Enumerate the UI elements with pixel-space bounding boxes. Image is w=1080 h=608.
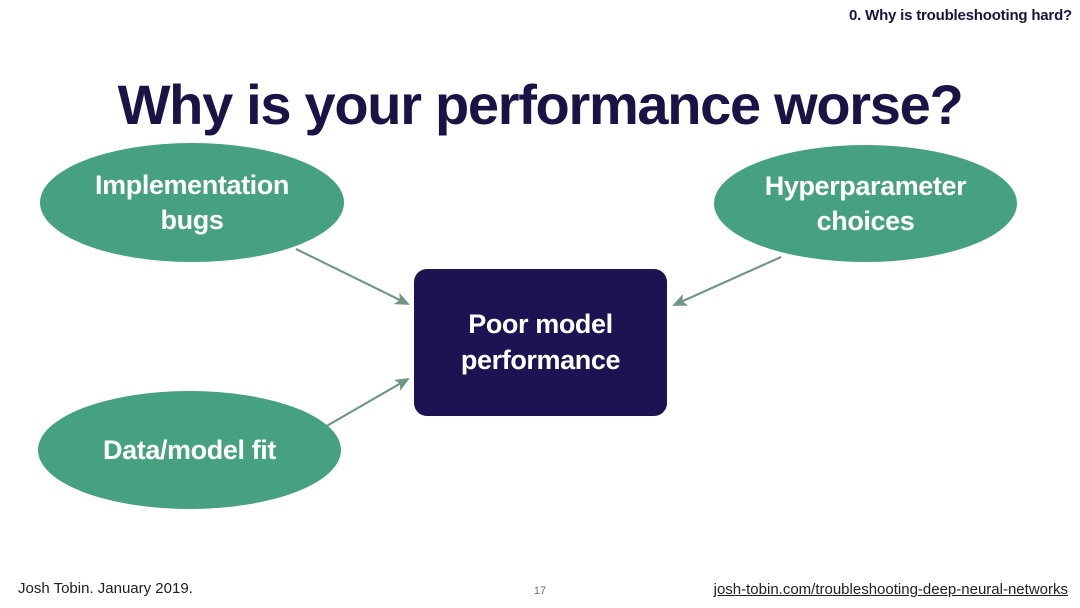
node-hyperparameter-choices: Hyperparameter choices [714,145,1017,262]
edge-hyperparameter-choices-to-poor-model [672,256,782,306]
edge-data-model-fit-to-poor-model [317,377,410,432]
node-implementation-bugs: Implementation bugs [40,143,344,262]
edge-implementation-bugs-to-poor-model [295,248,410,305]
page-title: Why is your performance worse? [117,72,964,136]
section-header: 0. Why is troubleshooting hard? [849,7,1072,24]
node-data-model-fit: Data/model fit [38,391,341,509]
footer-author: Josh Tobin. January 2019. [18,580,193,597]
node-poor-model-performance: Poor model performance [414,269,667,416]
footer-page-number: 17 [533,585,547,597]
node-poor-model-performance-label: Poor model performance [460,309,621,375]
node-implementation-bugs-label: Implementation bugs [95,169,289,235]
node-hyperparameter-choices-label: Hyperparameter choices [764,170,967,236]
footer-link[interactable]: josh-tobin.com/troubleshooting-deep-neur… [713,581,1068,598]
node-data-model-fit-label: Data/model fit [103,434,276,465]
